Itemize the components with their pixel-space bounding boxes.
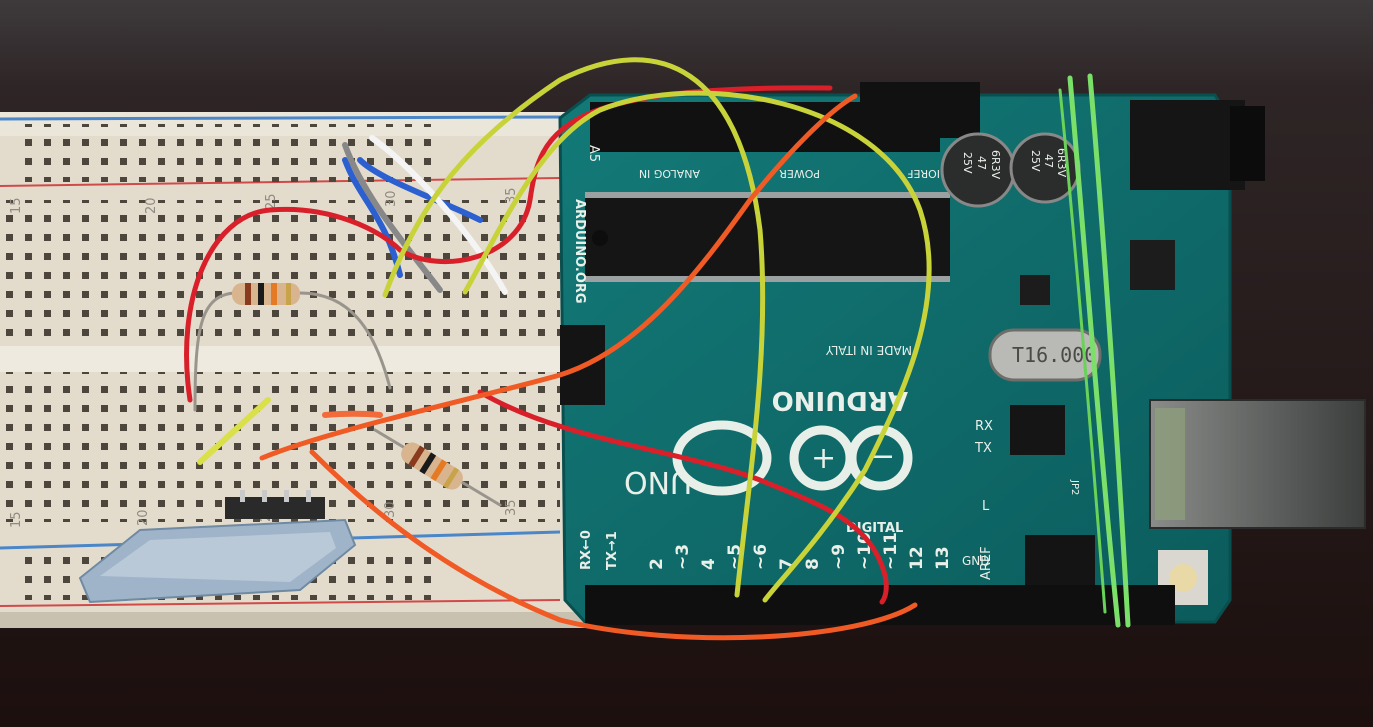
- plus-symbol: +: [811, 441, 836, 476]
- wire-orange: [309, 449, 918, 641]
- column-number: 15: [9, 197, 24, 214]
- digital-pin-label: 12: [907, 546, 927, 570]
- capacitor: 6R3V 47 25V: [940, 132, 1016, 208]
- wire-orange: [322, 410, 383, 418]
- column-number: 35: [504, 499, 519, 516]
- wire-yellow: [382, 57, 766, 598]
- wire-blue: [357, 157, 483, 223]
- breadboard-column-numbers-bottom: 15 20 25 30 35: [9, 499, 519, 528]
- usb-port: [1149, 399, 1366, 529]
- regulator: [1130, 240, 1175, 290]
- rubber-band: [1058, 88, 1107, 614]
- wire-orange: [259, 93, 858, 461]
- crystal-oscillator: [988, 328, 1102, 382]
- digital-pin-label: ~6: [751, 544, 771, 570]
- ioref-label: IOREF: [907, 167, 940, 180]
- digital-pin-label: RX←0: [579, 530, 594, 570]
- wire-red: [184, 85, 833, 403]
- rubber-band: [1067, 75, 1121, 628]
- atmega-chip: [585, 196, 950, 278]
- wire-blue: [342, 157, 403, 278]
- jumper-wires: [184, 57, 1131, 641]
- capacitor-label: 25V: [1029, 150, 1042, 172]
- l-led-label: L: [982, 499, 990, 514]
- power-label: POWER: [779, 167, 820, 180]
- digital-pin-label: ~11: [881, 532, 901, 570]
- column-number: 25: [264, 193, 279, 210]
- wire-yellow: [197, 397, 271, 465]
- column-number: 15: [9, 511, 24, 528]
- column-number: 30: [383, 501, 398, 518]
- column-number: 20: [136, 509, 151, 526]
- jp2-label: JP2: [1069, 479, 1080, 495]
- digital-pin-label: 2: [647, 558, 667, 570]
- capacitor: 6R3V 47 25V: [1009, 132, 1081, 204]
- wire-red: [477, 389, 889, 605]
- digital-pin-label: 8: [803, 558, 823, 570]
- rx-led-label: RX: [975, 419, 993, 434]
- rubber-band: [1087, 73, 1131, 628]
- wireless-module: [78, 490, 357, 604]
- digital-pin-label: 7: [777, 558, 797, 570]
- dc-power-jack: [1130, 100, 1245, 190]
- capacitor-label: 6R3V: [989, 150, 1002, 180]
- website-label: ARDUINO.ORG: [572, 199, 587, 304]
- analog-in-label: ANALOG IN: [639, 167, 700, 180]
- column-number: 20: [144, 197, 159, 214]
- digital-pin-label: TX→1: [605, 531, 620, 570]
- model-label: UNO: [624, 464, 692, 499]
- capacitor-label: 6R3V: [1055, 148, 1068, 178]
- digital-pin-label: ~3: [673, 544, 693, 570]
- tx-led-label: TX: [974, 441, 992, 456]
- wire-grey: [342, 142, 443, 293]
- capacitor-label: 47: [1042, 154, 1055, 168]
- board-name-label: ARDUINO: [772, 385, 908, 415]
- digital-pin-label: ~9: [829, 544, 849, 570]
- digital-pin-label: 4: [699, 558, 719, 570]
- pin-a5-label: A5: [586, 145, 601, 162]
- made-in-label: MADE IN ITALY: [825, 343, 912, 357]
- aref-label: AREF: [979, 546, 994, 580]
- digital-pin-label: 13: [933, 546, 953, 570]
- wire-white: [369, 135, 508, 295]
- top-header-ioref: [860, 82, 980, 138]
- capacitor-label: 25V: [961, 152, 974, 174]
- gnd-label: GND: [962, 554, 990, 568]
- wire-yellow: [462, 90, 932, 603]
- capacitor-label: 47: [975, 156, 988, 170]
- resistor: [373, 428, 502, 507]
- column-number: 30: [384, 190, 399, 207]
- usb-chip: [1010, 405, 1065, 455]
- resistor: [193, 283, 392, 412]
